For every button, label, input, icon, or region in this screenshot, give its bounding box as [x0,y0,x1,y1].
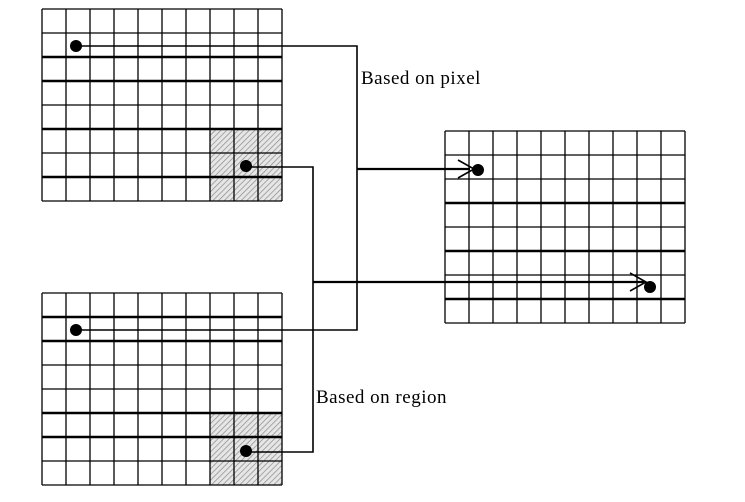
dot-top-pixel [70,40,82,52]
fused-image-grid [444,130,686,324]
pixel-connectors [76,45,476,331]
region-connector-top [246,166,314,282]
pixel-connector-top [76,45,358,169]
dot-top-region-center [240,160,252,172]
region-connectors [246,166,648,453]
source-image-grid-bottom [41,292,283,486]
label-based-on-pixel: Based on pixel [361,68,481,89]
pixel-dots [70,40,656,457]
source-image-grid-top [41,8,283,202]
pixel-connector-bottom [76,169,358,331]
dot-bottom-pixel [70,324,82,336]
dot-bottom-region-center [240,445,252,457]
region-arrow-head [629,272,648,292]
dot-fused-pixel [472,164,484,176]
dot-fused-region [644,281,656,293]
region-connector-bottom [246,282,314,453]
label-based-on-region: Based on region [316,387,447,408]
